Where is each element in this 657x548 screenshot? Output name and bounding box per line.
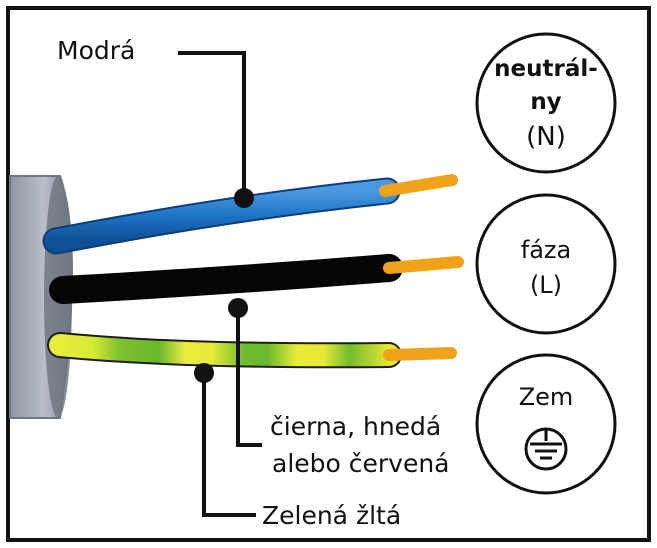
ground-circle bbox=[475, 353, 617, 495]
green-yellow-wire bbox=[47, 332, 457, 369]
ground-label: Zem bbox=[518, 383, 574, 411]
blue-leader-line bbox=[178, 51, 246, 200]
green-wire-dot bbox=[194, 363, 214, 383]
black-wire-label-line2: alebo červená bbox=[272, 449, 450, 478]
ground-symbol-icon bbox=[524, 427, 568, 471]
black-wire-label-line1: čierna, hnedá bbox=[270, 412, 442, 441]
blue-wire bbox=[42, 174, 458, 255]
phase-circle bbox=[475, 193, 617, 335]
leader-lines bbox=[178, 51, 262, 517]
black-leader-line bbox=[236, 306, 262, 447]
green-wire-label: Zelená žltá bbox=[262, 501, 402, 530]
blue-wire-label: Modrá bbox=[57, 36, 136, 65]
neutral-label-line3: (N) bbox=[526, 122, 566, 152]
phase-label-line1: fáza bbox=[520, 236, 572, 264]
leader-dots bbox=[194, 188, 254, 383]
phase-label-line2: (L) bbox=[529, 271, 563, 299]
neutral-label-line1: neutrál- bbox=[494, 56, 598, 82]
neutral-circle bbox=[475, 32, 617, 174]
green-leader-line bbox=[202, 371, 256, 517]
blue-wire-dot bbox=[234, 188, 254, 208]
terminal-circles bbox=[475, 32, 617, 495]
black-wire bbox=[49, 254, 464, 304]
black-wire-dot bbox=[228, 298, 248, 318]
neutral-label-line2: ny bbox=[530, 89, 562, 115]
